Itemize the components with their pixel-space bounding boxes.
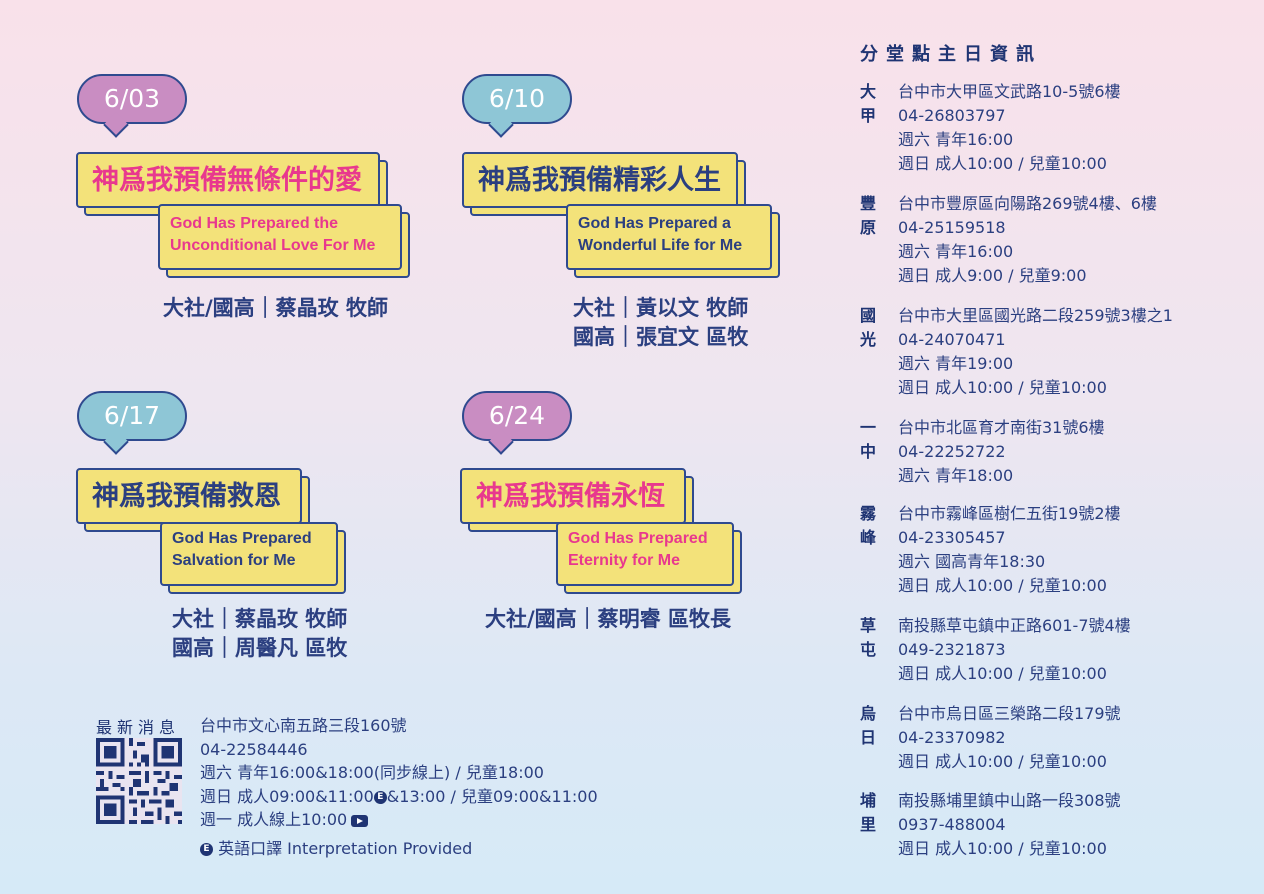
branch-line: 台中市霧峰區樹仁五街19號2樓 bbox=[898, 504, 1121, 523]
main-mon: 週一 成人線上10:00 bbox=[200, 808, 598, 832]
branch-line: 台中市北區育才南街31號6樓 bbox=[898, 418, 1105, 437]
en-title-box bbox=[556, 522, 734, 586]
date-bubble: 6/03 bbox=[77, 74, 187, 138]
branch-details: 台中市大里區國光路二段259號3樓之1 04-24070471 週六 青年19:00… bbox=[898, 304, 1173, 400]
branch-line: 0937-488004 bbox=[898, 815, 1006, 834]
interpretation-note: E 英語口譯 Interpretation Provided bbox=[200, 835, 472, 859]
branch-details: 台中市北區育才南街31號6樓 04-22252722 週六 青年18:00 bbox=[898, 416, 1105, 488]
en-title-box bbox=[158, 204, 402, 270]
branch-details: 台中市烏日區三榮路二段179號 04-23370982 週日 成人10:00 / 兒… bbox=[898, 702, 1121, 774]
branch-line: 04-25159518 bbox=[898, 218, 1006, 237]
branch-line: 台中市豐原區向陽路269號4樓、6樓 bbox=[898, 194, 1157, 213]
branch-line: 04-24070471 bbox=[898, 330, 1006, 349]
date-bubble: 6/10 bbox=[462, 74, 572, 138]
branch-details: 南投縣草屯鎮中正路601-7號4樓 049-2321873 週日 成人10:00 /… bbox=[898, 614, 1131, 686]
branch-name: 草屯 bbox=[860, 616, 877, 659]
youtube-icon bbox=[351, 814, 369, 827]
branch-name: 豐原 bbox=[860, 194, 877, 237]
main-address: 台中市文心南五路三段160號 bbox=[200, 716, 407, 735]
date-bubble: 6/17 bbox=[77, 391, 187, 455]
branch-line: 週日 成人9:00 / 兒童9:00 bbox=[898, 266, 1087, 285]
branch-line: 週日 成人10:00 / 兒童10:00 bbox=[898, 752, 1107, 771]
branch-line: 週日 成人10:00 / 兒童10:00 bbox=[898, 154, 1107, 173]
english-badge-icon: E bbox=[373, 790, 387, 804]
sermon-date: 6/24 bbox=[488, 401, 546, 430]
en-title-box bbox=[566, 204, 772, 270]
branch-name: 霧峰 bbox=[860, 504, 877, 547]
branch-line: 週六 青年18:00 bbox=[898, 466, 1014, 485]
sermon-title-zh: 神爲我預備無條件的愛 bbox=[92, 165, 362, 196]
sermon-date: 6/17 bbox=[103, 401, 161, 430]
branch-name: 埔里 bbox=[860, 791, 877, 834]
sermon-speakers: 大社/國高｜蔡晶玫 牧師 bbox=[163, 296, 388, 320]
branch-name: 一中 bbox=[860, 418, 877, 461]
branch-line: 台中市大里區國光路二段259號3樓之1 bbox=[898, 306, 1173, 325]
branch-line: 週六 青年16:00 bbox=[898, 242, 1014, 261]
branch-details: 台中市霧峰區樹仁五街19號2樓 04-23305457 週六 國高青年18:30 週日… bbox=[898, 502, 1121, 598]
branch-details: 台中市大甲區文武路10-5號6樓 04-26803797 週六 青年16:00 週日 … bbox=[898, 80, 1121, 176]
branch-line: 台中市烏日區三榮路二段179號 bbox=[898, 704, 1121, 723]
branch-details: 南投縣埔里鎮中山路一段308號 0937-488004 週日 成人10:00 / 兒… bbox=[898, 789, 1121, 861]
latest-news-label: 最新消息 bbox=[96, 718, 181, 737]
sermon-title-zh: 神爲我預備精彩人生 bbox=[478, 165, 721, 196]
main-sat: 週六 青年16:00&18:00(同步線上) / 兒童18:00 bbox=[200, 763, 544, 782]
branch-line: 04-23305457 bbox=[898, 528, 1006, 547]
date-bubble: 6/24 bbox=[462, 391, 572, 455]
sermon-date: 6/10 bbox=[488, 84, 546, 113]
branch-name: 國光 bbox=[860, 306, 877, 349]
branch-line: 週六 青年19:00 bbox=[898, 354, 1014, 373]
english-badge-icon: E bbox=[200, 843, 213, 856]
sermon-title-zh: 神爲我預備永恆 bbox=[476, 481, 665, 512]
branch-line: 週六 青年16:00 bbox=[898, 130, 1014, 149]
sermon-speakers: 大社｜黃以文 牧師國高｜張宜文 區牧 bbox=[573, 296, 749, 349]
branch-line: 04-23370982 bbox=[898, 728, 1006, 747]
sermon-speakers: 大社｜蔡晶玫 牧師國高｜周醫凡 區牧 bbox=[172, 607, 348, 660]
branch-line: 週日 成人10:00 / 兒童10:00 bbox=[898, 839, 1107, 858]
qr-code[interactable] bbox=[96, 738, 182, 824]
branch-line: 週日 成人10:00 / 兒童10:00 bbox=[898, 664, 1107, 683]
branch-line: 049-2321873 bbox=[898, 640, 1006, 659]
en-title-box bbox=[160, 522, 338, 586]
branch-name: 烏日 bbox=[860, 704, 877, 747]
branch-line: 04-22252722 bbox=[898, 442, 1006, 461]
zh-title-box bbox=[76, 152, 380, 208]
branch-line: 南投縣草屯鎮中正路601-7號4樓 bbox=[898, 616, 1131, 635]
branch-line: 週六 國高青年18:30 bbox=[898, 552, 1046, 571]
sermon-date: 6/03 bbox=[103, 84, 161, 113]
branch-details: 台中市豐原區向陽路269號4樓、6樓 04-25159518 週六 青年16:00 週… bbox=[898, 192, 1157, 288]
branch-line: 南投縣埔里鎮中山路一段308號 bbox=[898, 791, 1121, 810]
sermon-title-zh: 神爲我預備救恩 bbox=[92, 481, 281, 512]
branch-line: 週日 成人10:00 / 兒童10:00 bbox=[898, 576, 1107, 595]
branch-line: 週日 成人10:00 / 兒童10:00 bbox=[898, 378, 1107, 397]
branch-line: 台中市大甲區文武路10-5號6樓 bbox=[898, 82, 1121, 101]
branch-name: 大甲 bbox=[860, 82, 877, 125]
branches-title: 分堂點主日資訊 bbox=[860, 44, 1042, 65]
main-church-info: 台中市文心南五路三段160號 04-22584446 週六 青年16:00&18… bbox=[200, 714, 598, 832]
sermon-speakers: 大社/國高｜蔡明睿 區牧長 bbox=[485, 607, 731, 631]
branch-line: 04-26803797 bbox=[898, 106, 1006, 125]
main-phone: 04-22584446 bbox=[200, 739, 308, 759]
